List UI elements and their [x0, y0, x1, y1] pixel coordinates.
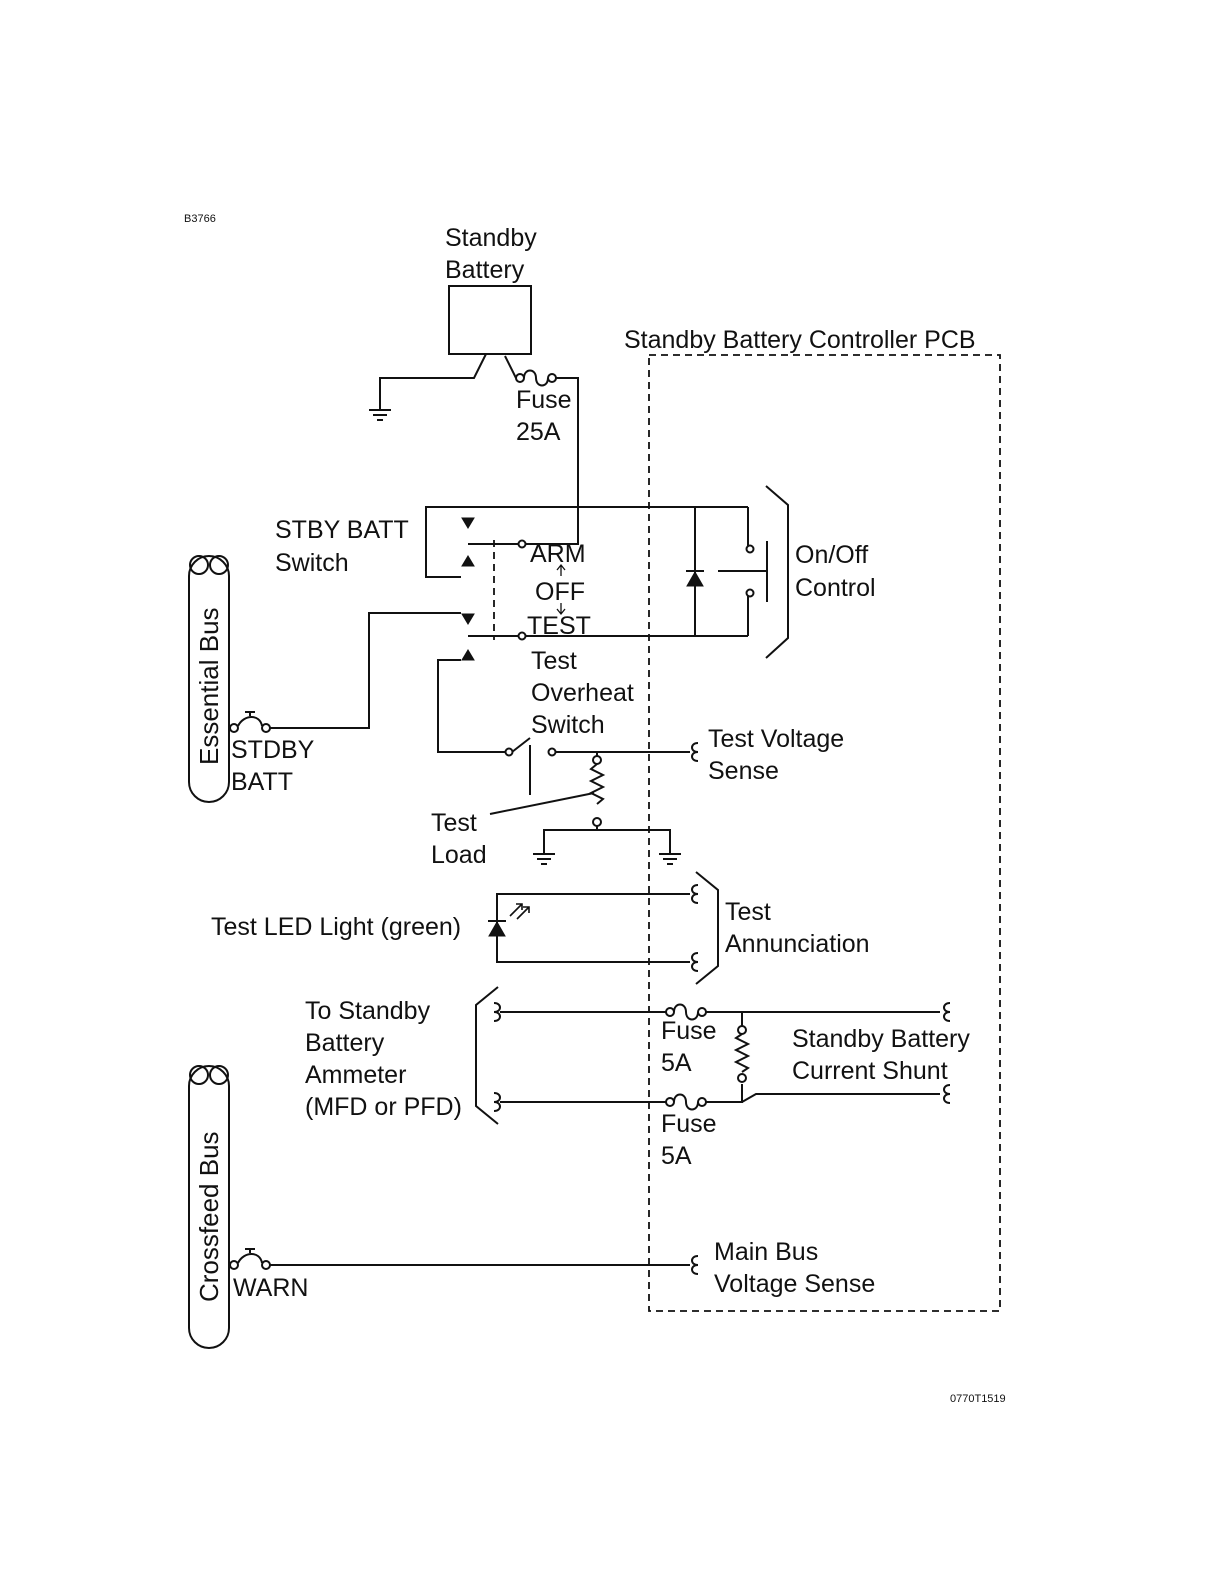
- fuse-25a-label-2: 25A: [516, 418, 561, 446]
- battery-ground-wire: [379, 353, 487, 398]
- annunciation-pin-2: [691, 952, 699, 972]
- battery-positive-wire: [504, 355, 517, 379]
- standby-battery-label-1: Standby: [445, 224, 537, 252]
- test-load-label-2: Load: [431, 841, 487, 869]
- switch-arm-label: ARM: [530, 540, 586, 568]
- ground-icon-pcb: [658, 841, 682, 865]
- switch-pole-bracket: [425, 506, 461, 578]
- test-led-wire: [496, 893, 690, 963]
- test-voltage-sense-label-2: Sense: [708, 757, 779, 785]
- arrow-up-icon: [556, 563, 566, 576]
- ammeter-pin-1: [493, 1002, 501, 1022]
- essential-bus-label: Essential Bus: [194, 607, 224, 765]
- stby-batt-switch-label-1: STBY BATT: [275, 516, 409, 544]
- fuse-5a-bottom-label-1: Fuse: [661, 1110, 717, 1138]
- breaker-stdby-batt-icon: [237, 711, 263, 727]
- switch-test-label: TEST: [527, 612, 591, 640]
- main-bus-sense-pin: [691, 1255, 699, 1275]
- drawing-id-bottom: 0770T1519: [950, 1393, 1006, 1405]
- led-icon: [488, 920, 506, 937]
- test-load-resistor-icon: [588, 763, 606, 805]
- ammeter-connector-bracket: [475, 986, 499, 1125]
- current-shunt-icon: [733, 1033, 751, 1073]
- main-bus-sense-label-1: Main Bus: [714, 1238, 818, 1266]
- pcb-boundary: [648, 354, 1001, 1312]
- standby-battery-label-2: Battery: [445, 256, 525, 284]
- test-annunciation-label-1: Test: [725, 898, 771, 926]
- test-overheat-label-3: Switch: [531, 711, 605, 739]
- current-shunt-label-2: Current Shunt: [792, 1057, 948, 1085]
- main-bus-sense-label-2: Voltage Sense: [714, 1270, 875, 1298]
- ammeter-label-4: (MFD or PFD): [305, 1093, 462, 1121]
- test-load-label-1: Test: [431, 809, 477, 837]
- switch-contact-1: [461, 517, 475, 529]
- arrow-down-icon: [556, 603, 566, 616]
- on-off-control-label-2: Control: [795, 574, 876, 602]
- essential-bus: [188, 555, 230, 803]
- switch-contact-4: [461, 649, 475, 661]
- switch-off-label: OFF: [535, 578, 585, 606]
- fuse-25a-label-1: Fuse: [516, 386, 572, 414]
- ground-icon-load: [532, 841, 556, 865]
- stdby-batt-wire: [270, 612, 461, 729]
- test-overheat-label-2: Overheat: [531, 679, 634, 707]
- on-off-connector-bracket: [765, 485, 789, 659]
- current-shunt-label-1: Standby Battery: [792, 1025, 970, 1053]
- breaker-warn-icon: [237, 1248, 263, 1264]
- drawing-id-top: B3766: [184, 213, 216, 225]
- fuse-25a-out-wire: [522, 377, 579, 545]
- fuse-5a-bottom-label-2: 5A: [661, 1142, 692, 1170]
- stdby-batt-label-1: STDBY: [231, 736, 315, 764]
- on-off-control-label-1: On/Off: [795, 541, 868, 569]
- stby-batt-switch-label-2: Switch: [275, 549, 349, 577]
- diode-icon: [686, 570, 704, 587]
- switch-contact-2: [461, 555, 475, 567]
- test-load-leader: [489, 792, 595, 815]
- stdby-batt-label-2: BATT: [231, 768, 293, 796]
- test-switch-wire: [437, 659, 505, 753]
- test-overheat-label-1: Test: [531, 647, 577, 675]
- warn-label: WARN: [233, 1274, 308, 1302]
- test-voltage-sense-label-1: Test Voltage: [708, 725, 844, 753]
- ammeter-label-2: Battery: [305, 1029, 385, 1057]
- ammeter-label-3: Ammeter: [305, 1061, 406, 1089]
- crossfeed-bus: [188, 1065, 230, 1349]
- annunciation-connector-bracket: [695, 871, 719, 985]
- test-annunciation-label-2: Annunciation: [725, 930, 870, 958]
- crossfeed-bus-label: Crossfeed Bus: [194, 1131, 224, 1302]
- shunt-pin-1: [943, 1002, 951, 1022]
- fuse-5a-top-label-1: Fuse: [661, 1017, 717, 1045]
- standby-battery-box: [448, 285, 532, 355]
- switch-contact-3: [461, 613, 475, 625]
- test-led-label: Test LED Light (green): [211, 913, 461, 941]
- test-voltage-sense-pin: [691, 742, 699, 762]
- pcb-title: Standby Battery Controller PCB: [624, 326, 976, 354]
- annunciation-pin-1: [691, 884, 699, 904]
- fuse-5a-top-label-2: 5A: [661, 1049, 692, 1077]
- fuse-25a-icon: [515, 369, 557, 387]
- fuse-5a-bottom-icon: [665, 1093, 707, 1111]
- ammeter-label-1: To Standby: [305, 997, 431, 1025]
- ammeter-pin-2: [493, 1092, 501, 1112]
- ground-icon-battery: [368, 397, 392, 421]
- led-light-arrows: [509, 903, 530, 920]
- shunt-pin-2: [943, 1084, 951, 1104]
